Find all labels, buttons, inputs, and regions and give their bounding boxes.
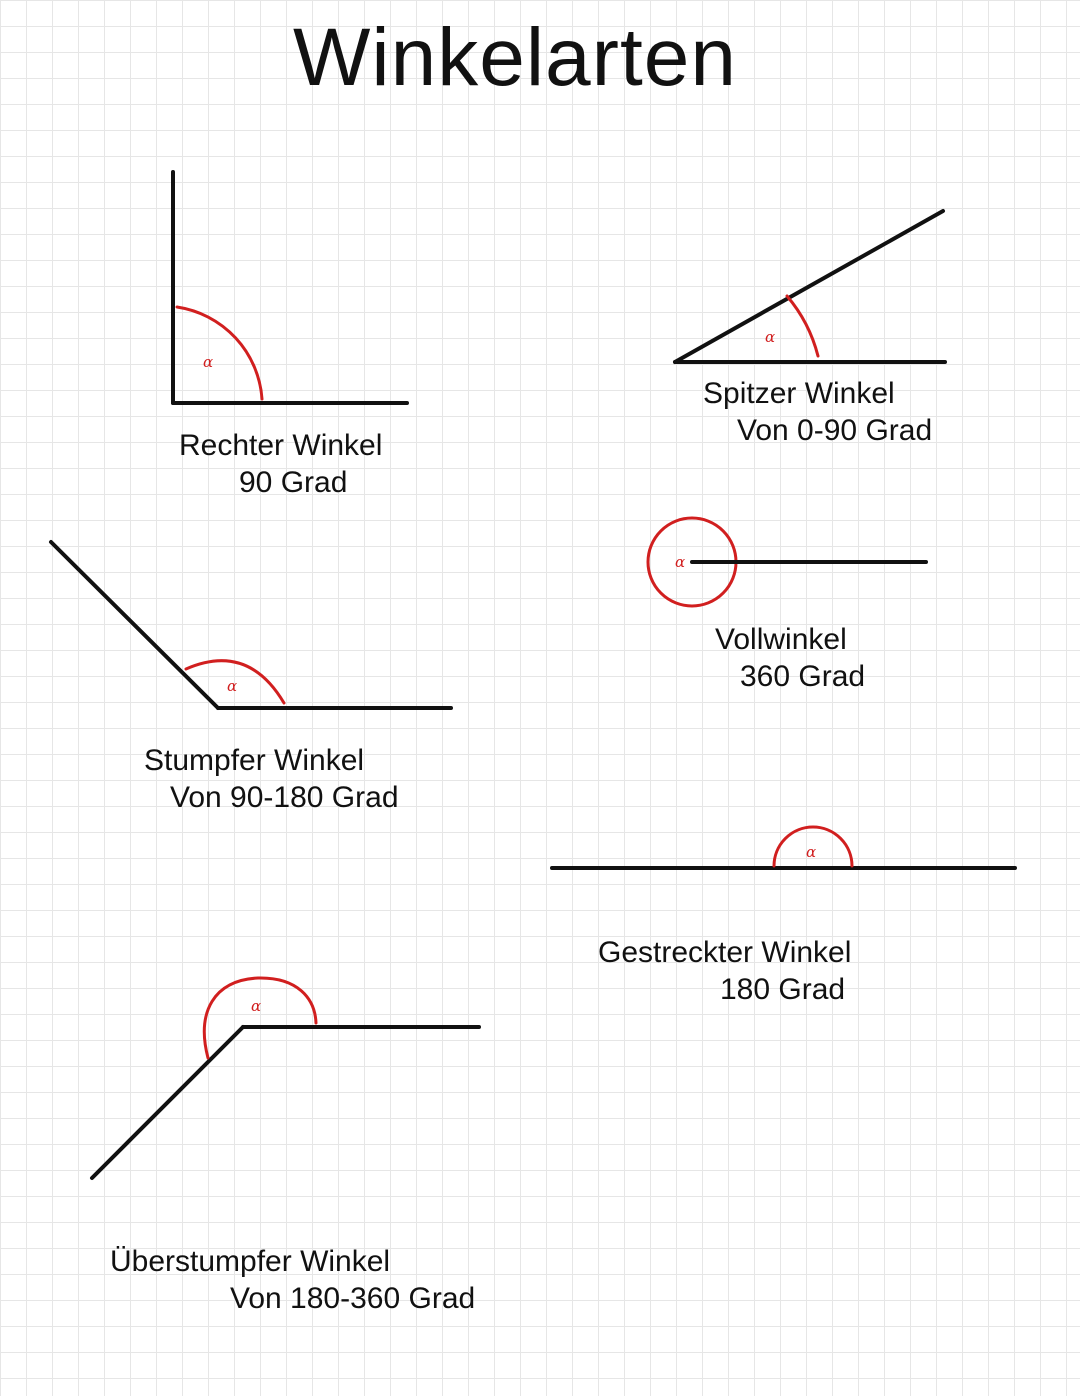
reflex-angle-inclined-ray — [90, 1025, 245, 1180]
acute-angle-name: Spitzer Winkel — [703, 377, 895, 410]
acute-angle-inclined-ray — [673, 209, 945, 364]
reflex-angle-arc — [202, 976, 318, 1060]
full-angle-figure: α — [646, 516, 928, 608]
obtuse-angle-figure: α — [49, 540, 453, 710]
obtuse-angle-alpha-symbol: α — [227, 677, 237, 695]
full-angle-name: Vollwinkel — [715, 623, 847, 656]
page-title: Winkelarten — [293, 12, 737, 103]
reflex-angle-figure: α — [90, 976, 481, 1180]
right-angle-arc — [175, 305, 264, 401]
acute-angle-caption: Spitzer Winkel Von 0-90 Grad — [703, 375, 932, 449]
straight-angle-caption: Gestreckter Winkel 180 Grad — [598, 934, 851, 1008]
obtuse-angle-range: Von 90-180 Grad — [170, 781, 399, 814]
reflex-angle-alpha-symbol: α — [251, 997, 261, 1015]
acute-angle-figure: α — [673, 209, 947, 364]
obtuse-angle-caption: Stumpfer Winkel Von 90-180 Grad — [144, 742, 399, 816]
right-angle-caption: Rechter Winkel 90 Grad — [179, 427, 382, 501]
reflex-angle-name: Überstumpfer Winkel — [110, 1245, 391, 1278]
reflex-angle-range: Von 180-360 Grad — [230, 1282, 476, 1315]
straight-angle-arc — [772, 825, 854, 868]
straight-angle-alpha-symbol: α — [806, 843, 816, 861]
full-angle-alpha-symbol: α — [675, 553, 685, 571]
acute-angle-arc — [785, 294, 820, 358]
right-angle-name: Rechter Winkel — [179, 429, 383, 462]
acute-angle-alpha-symbol: α — [765, 328, 775, 346]
reflex-angle-caption: Überstumpfer Winkel Von 180-360 Grad — [110, 1243, 475, 1317]
full-angle-caption: Vollwinkel 360 Grad — [715, 621, 865, 695]
straight-angle-name: Gestreckter Winkel — [598, 936, 852, 969]
right-angle-alpha-symbol: α — [203, 353, 213, 371]
obtuse-angle-inclined-ray — [49, 540, 220, 710]
right-angle-figure: α — [171, 170, 409, 405]
full-angle-range: 360 Grad — [740, 660, 866, 693]
obtuse-angle-name: Stumpfer Winkel — [144, 744, 365, 777]
acute-angle-range: Von 0-90 Grad — [737, 414, 933, 447]
straight-angle-figure: α — [550, 825, 1017, 870]
straight-angle-range: 180 Grad — [720, 973, 846, 1006]
right-angle-range: 90 Grad — [239, 466, 348, 499]
obtuse-angle-arc — [184, 659, 286, 705]
